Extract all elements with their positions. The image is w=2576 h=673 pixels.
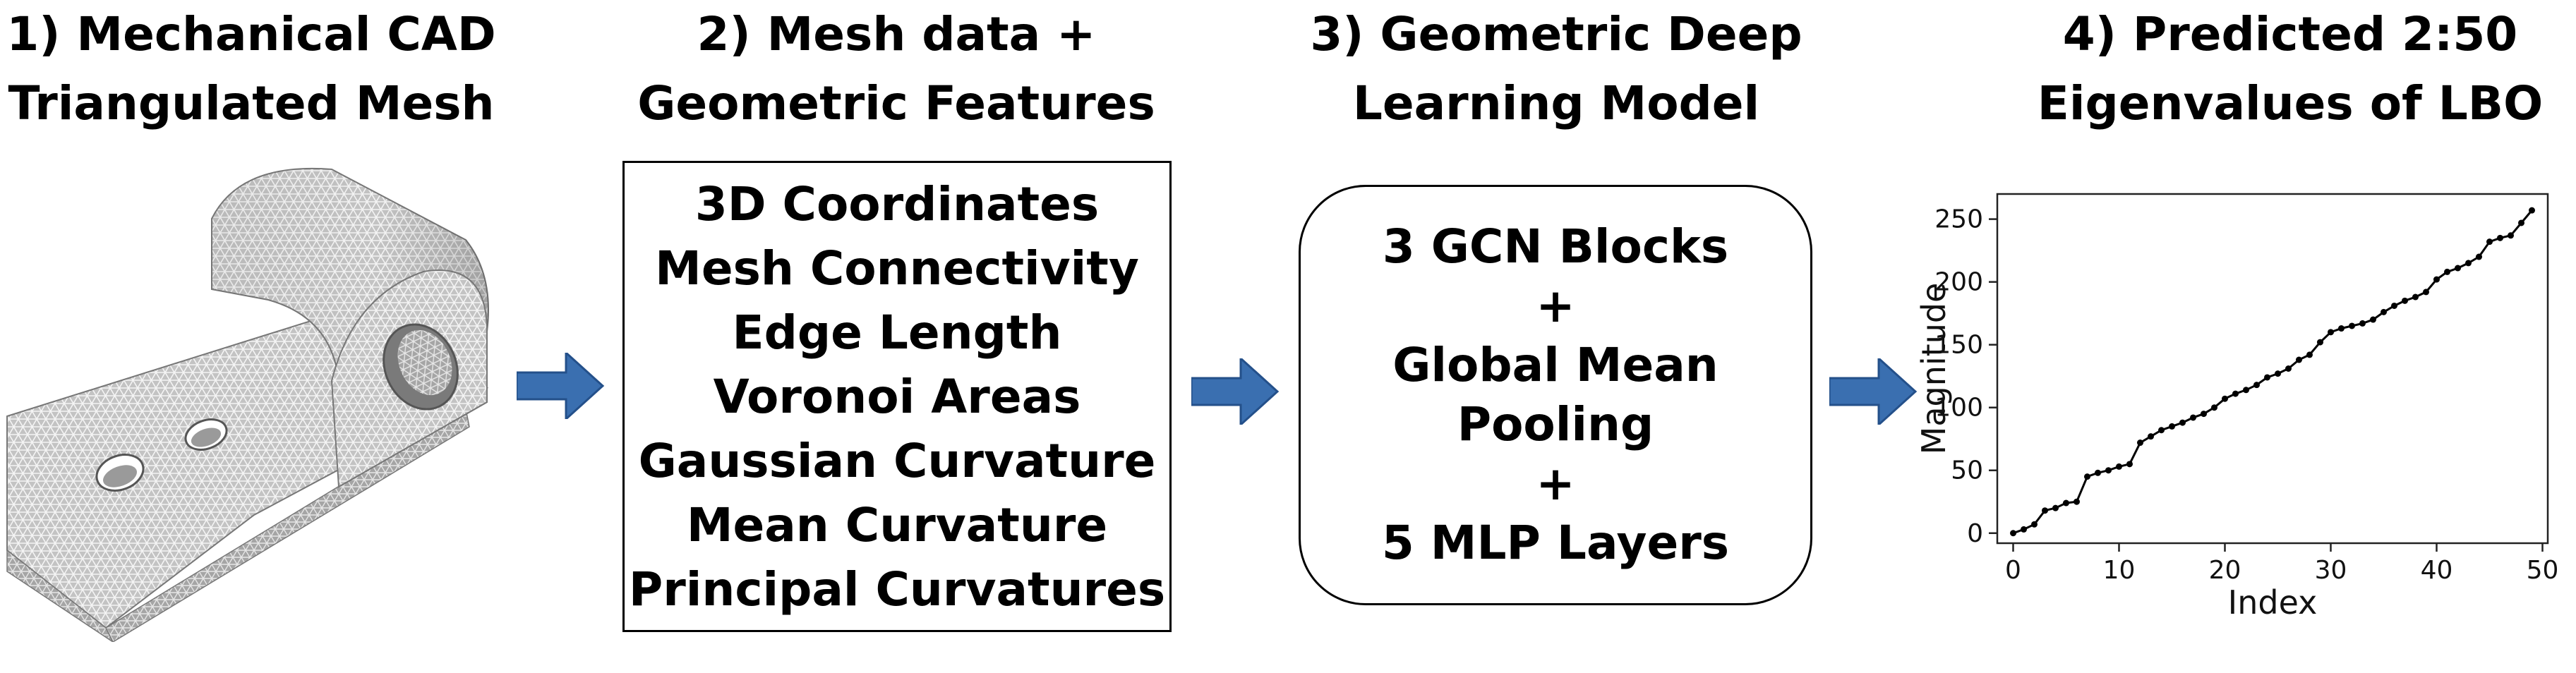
- data-point: [2465, 260, 2472, 267]
- data-point: [2529, 207, 2535, 214]
- stage-2-title-line2: Geometric Features: [637, 76, 1155, 131]
- y-axis-label: Magnitude: [1920, 283, 1953, 455]
- data-point: [2381, 308, 2387, 315]
- data-point: [2306, 351, 2313, 358]
- data-point: [2095, 469, 2101, 476]
- data-point: [2328, 329, 2334, 336]
- data-point: [2105, 467, 2112, 474]
- stage-1-title-line2: Triangulated Mesh: [8, 76, 495, 131]
- data-point: [2518, 219, 2524, 226]
- data-point: [2476, 253, 2482, 260]
- data-point: [2317, 339, 2323, 346]
- data-point: [2126, 461, 2133, 468]
- feature-edge-length: Edge Length: [732, 305, 1062, 360]
- stage-3-title-line2: Learning Model: [1352, 76, 1760, 131]
- x-tick-label: 40: [2421, 556, 2453, 585]
- data-point: [2063, 499, 2069, 507]
- data-point: [2508, 232, 2514, 239]
- data-point: [2296, 356, 2302, 363]
- y-tick-label: 250: [1934, 205, 1983, 234]
- data-point: [2433, 276, 2440, 283]
- data-point: [2391, 302, 2397, 309]
- x-axis-label: Index: [2228, 583, 2318, 622]
- data-point: [2412, 293, 2419, 301]
- feature-gaussian-curvature: Gaussian Curvature: [638, 433, 1156, 488]
- data-point: [2116, 463, 2122, 470]
- data-point: [2243, 387, 2249, 394]
- data-point: [2486, 238, 2493, 245]
- stage-4-title: 4) Predicted 2:50 Eigenvalues of LBO: [2011, 0, 2569, 138]
- data-point: [2179, 419, 2186, 426]
- x-tick-label: 20: [2209, 556, 2241, 585]
- model-architecture-box: 3 GCN Blocks + Global Mean Pooling + 5 M…: [1299, 185, 1812, 605]
- data-point: [2285, 365, 2292, 372]
- stage-1-title-line1: 1) Mechanical CAD: [6, 7, 496, 61]
- feature-voronoi-areas: Voronoi Areas: [713, 369, 1081, 424]
- x-tick-label: 50: [2527, 556, 2559, 585]
- model-gcn-blocks: 3 GCN Blocks: [1382, 219, 1729, 274]
- data-point: [2169, 423, 2175, 430]
- data-point: [2359, 320, 2366, 327]
- data-point: [2010, 530, 2016, 537]
- data-point: [2148, 433, 2154, 440]
- right-arrow-icon-2: [1191, 358, 1280, 425]
- y-tick-label: 0: [1967, 519, 1983, 548]
- right-arrow-icon-3: [1829, 358, 1918, 425]
- data-point: [2190, 414, 2196, 421]
- data-point: [2211, 404, 2217, 411]
- data-point: [2349, 322, 2355, 329]
- data-point: [2201, 411, 2207, 418]
- x-tick-label: 30: [2315, 556, 2347, 585]
- data-point: [2042, 507, 2048, 514]
- data-point: [2338, 325, 2345, 332]
- data-point: [2423, 289, 2429, 296]
- model-plus-2: +: [1536, 456, 1575, 511]
- data-point: [2253, 382, 2260, 389]
- data-point: [2222, 395, 2228, 402]
- data-point: [2264, 374, 2270, 381]
- x-tick-label: 10: [2103, 556, 2136, 585]
- data-point: [2074, 498, 2080, 505]
- data-point: [2158, 427, 2165, 434]
- feature-mean-curvature: Mean Curvature: [686, 497, 1108, 552]
- stage-2-title-line1: 2) Mesh data +: [697, 7, 1096, 61]
- data-point: [2031, 521, 2038, 528]
- model-global-mean: Global Mean: [1392, 338, 1719, 392]
- data-point: [2402, 297, 2408, 304]
- data-point: [2275, 370, 2281, 377]
- data-point: [2455, 265, 2461, 272]
- stage-3-title-line1: 3) Geometric Deep: [1310, 7, 1802, 61]
- y-tick-label: 100: [1934, 394, 1983, 423]
- data-point: [2444, 268, 2450, 275]
- data-point: [2084, 473, 2090, 480]
- data-point: [2370, 316, 2376, 323]
- feature-principal-curvatures: Principal Curvatures: [628, 562, 1166, 617]
- model-pooling: Pooling: [1457, 397, 1654, 451]
- stage-4-title-line1: 4) Predicted 2:50: [2062, 7, 2518, 61]
- y-tick-label: 200: [1934, 268, 1983, 297]
- stage-2-title: 2) Mesh data + Geometric Features: [614, 0, 1179, 138]
- y-tick-label: 50: [1951, 456, 1983, 485]
- right-arrow-icon-1: [517, 353, 605, 419]
- mesh-features-box: 3D Coordinates Mesh Connectivity Edge Le…: [622, 161, 1172, 632]
- chart-frame: [1996, 193, 2549, 545]
- data-point: [2232, 390, 2239, 397]
- series-line: [2012, 210, 2533, 535]
- data-point: [2052, 504, 2059, 511]
- model-mlp-layers: 5 MLP Layers: [1381, 516, 1730, 570]
- model-plus-1: +: [1536, 279, 1575, 333]
- data-point: [2137, 439, 2143, 447]
- y-tick-label: 150: [1934, 331, 1983, 360]
- feature-mesh-connectivity: Mesh Connectivity: [655, 241, 1139, 296]
- stage-4-title-line2: Eigenvalues of LBO: [2037, 76, 2544, 131]
- stage-3-title: 3) Geometric Deep Learning Model: [1277, 0, 1835, 138]
- data-point: [2497, 234, 2503, 241]
- feature-3d-coordinates: 3D Coordinates: [694, 176, 1100, 231]
- cad-mesh-image: [6, 167, 489, 642]
- data-point: [2021, 526, 2027, 533]
- x-tick-label: 0: [2005, 556, 2021, 585]
- stage-1-title: 1) Mechanical CAD Triangulated Mesh: [0, 0, 502, 138]
